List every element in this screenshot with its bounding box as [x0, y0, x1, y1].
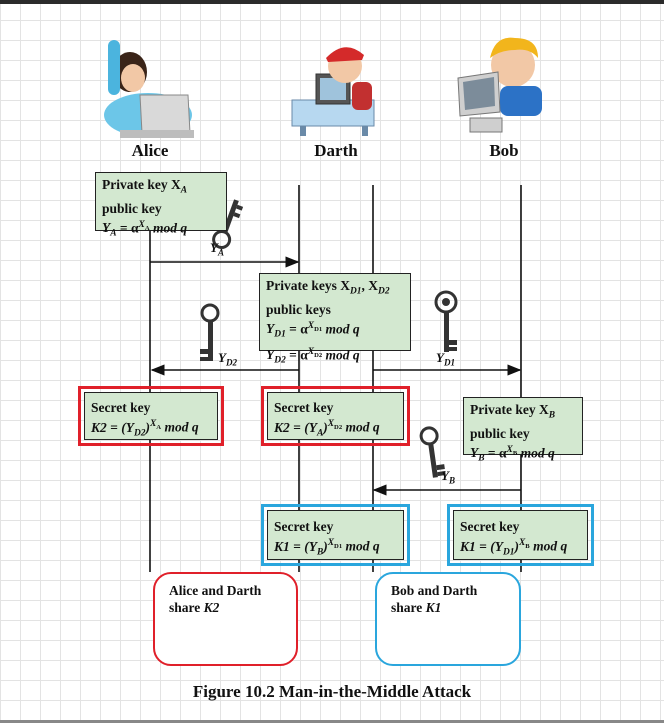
msg-yd2-label: YD2	[218, 350, 238, 368]
darth-secret-k2-box: Secret key K2 = (YA)XD2 mod q	[267, 392, 404, 440]
figure-caption: Figure 10.2 Man-in-the-Middle Attack	[192, 682, 472, 701]
alice-secret-key-box: Secret key K2 = (YD2)XA mod q	[84, 392, 218, 440]
key-yd2-icon	[200, 303, 220, 361]
alice-private-key-box: Private key XA public key YA = αXA mod q	[95, 172, 227, 239]
bob-private-key-box: Private key XB public key YB = αXB mod q	[463, 397, 583, 464]
bob-darth-share-box: Bob and Darth share K1	[375, 572, 521, 666]
alice-secret-frame	[78, 386, 224, 446]
darth-private-keys-box: Private keys XD1, XD2 public keys YD1 = …	[259, 273, 411, 366]
key-yb-icon	[419, 426, 446, 478]
msg-yd1-label: YD1	[436, 350, 456, 368]
bottom-border	[0, 720, 664, 723]
darth-secret-k2-frame	[261, 386, 410, 446]
top-border	[0, 0, 664, 4]
darth-label: Darth	[314, 141, 358, 160]
darth-secret-k1-frame	[261, 504, 410, 566]
darth-secret-k1-box: Secret key K1 = (YB)XD1 mod q	[267, 510, 404, 560]
key-yd1-icon	[434, 290, 458, 352]
bob-secret-key-box: Secret key K1 = (YD1)XB mod q	[453, 510, 588, 560]
alice-darth-share-box: Alice and Darth share K2	[153, 572, 298, 666]
bob-label: Bob	[489, 141, 519, 160]
alice-figure	[104, 40, 194, 138]
alice-label: Alice	[131, 141, 169, 160]
msg-yb-label: YB	[441, 468, 456, 486]
darth-figure	[291, 47, 375, 136]
bob-figure	[457, 37, 542, 133]
bob-secret-frame	[447, 504, 594, 566]
msg-ya-label: YA	[210, 240, 225, 258]
